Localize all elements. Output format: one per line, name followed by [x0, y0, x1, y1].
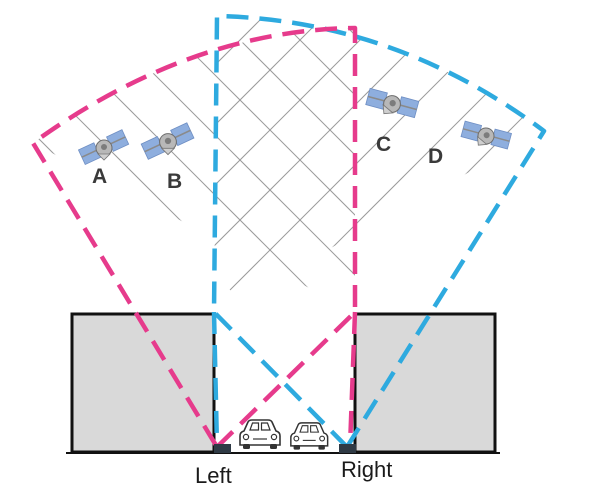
- satellite-icon: [359, 71, 426, 135]
- right-receiver-antenna-icon: [339, 444, 356, 453]
- left-receiver-visibility-boundary: [30, 25, 358, 449]
- left-building: [70, 312, 216, 454]
- satellite-label-c: C: [376, 133, 391, 156]
- satellite-label-a: A: [92, 165, 107, 188]
- left-receiver-label: Left: [195, 463, 232, 488]
- car-icon: [239, 419, 281, 450]
- satellite-label-d: D: [428, 145, 443, 168]
- right-building: [353, 312, 497, 454]
- right-receiver-wall-edge: [211, 311, 220, 448]
- satellite-label-b: B: [167, 170, 182, 193]
- right-receiver-visibility-boundary: [211, 13, 547, 449]
- left-receiver-wall-edge: [347, 311, 358, 448]
- car-icon: [290, 422, 329, 451]
- right-receiver-label: Right: [341, 457, 392, 482]
- satellite-icon: [140, 121, 195, 161]
- left-receiver-antenna-icon: [214, 444, 231, 453]
- satellite-icon: [77, 128, 130, 166]
